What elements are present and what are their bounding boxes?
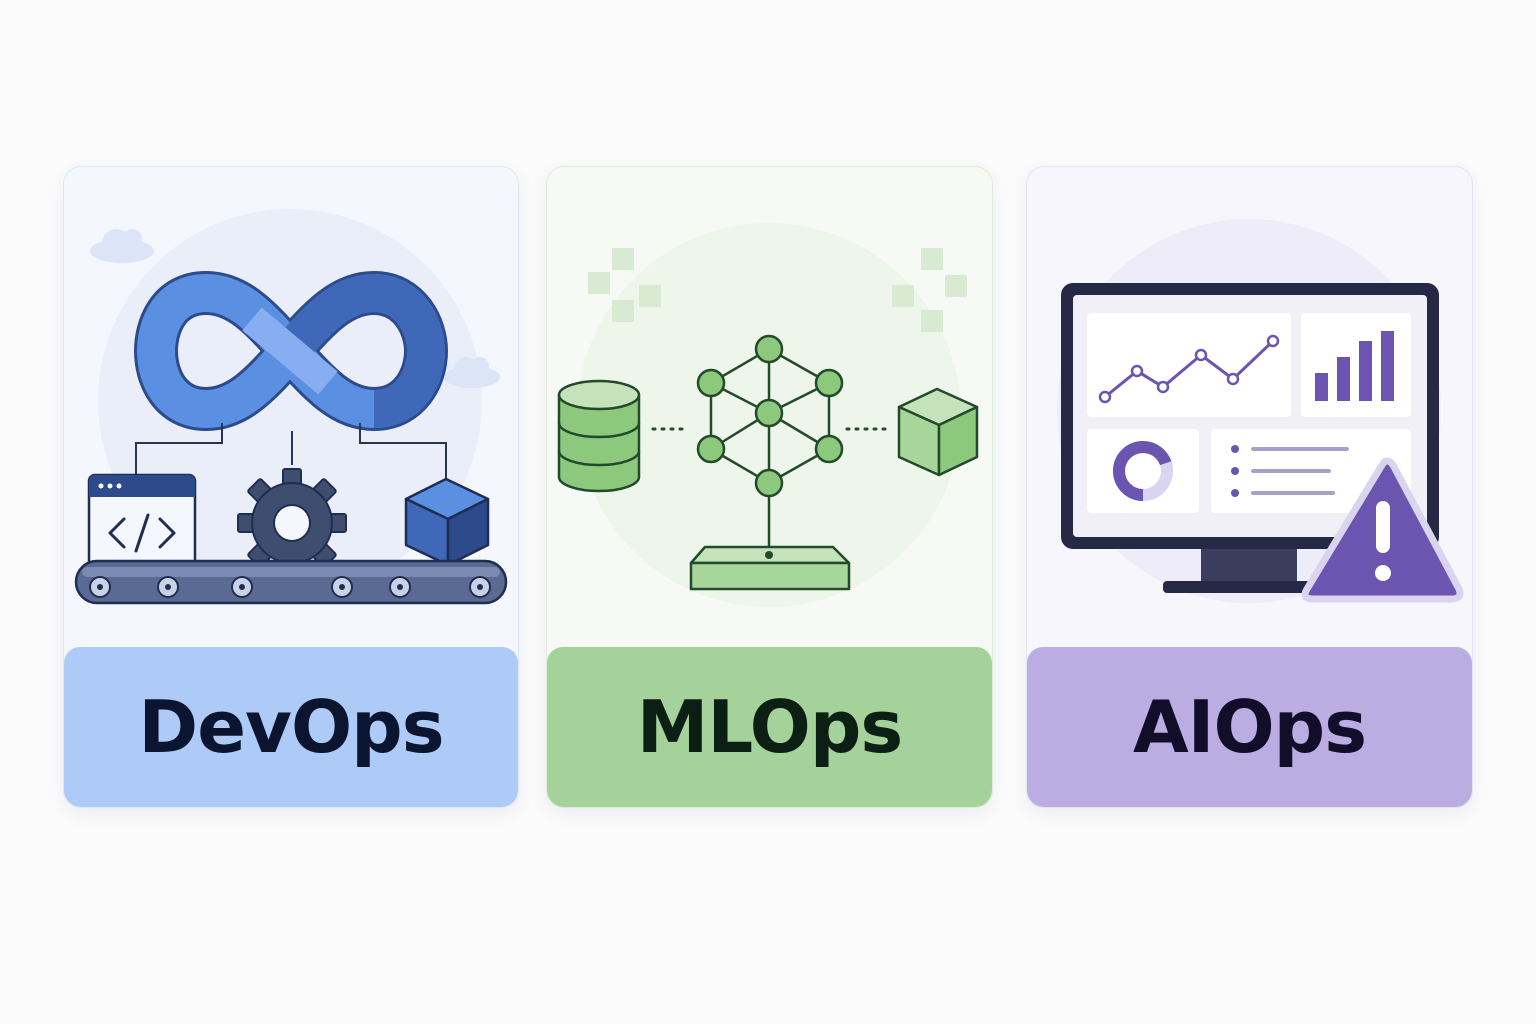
aiops-label: AIOps [1132,685,1367,769]
connector-lines [135,423,447,479]
mlops-label-panel: MLOps [547,647,992,807]
donut-chart-icon [1087,429,1199,513]
platform-icon [689,545,851,591]
devops-label: DevOps [138,685,444,769]
aiops-illustration [1057,219,1464,603]
line-chart-icon [1087,313,1291,417]
cube-icon [897,387,979,477]
database-icon [557,379,641,493]
devops-label-panel: DevOps [64,647,518,807]
code-window-icon [87,473,197,571]
mlops-card[interactable]: MLOps [546,166,993,808]
cloud-icon [444,357,500,388]
list-icon [1211,429,1411,513]
mlops-label: MLOps [636,685,904,769]
aiops-card[interactable]: AIOps [1026,166,1473,808]
devops-card[interactable]: DevOps [63,166,519,808]
mlops-illustration [557,223,979,607]
warning-icon [1301,457,1464,603]
bar-chart-icon [1301,313,1411,417]
aiops-label-panel: AIOps [1027,647,1472,807]
cloud-icon [90,229,154,263]
cube-icon [404,477,490,567]
devops-illustration [74,209,508,605]
infinity-loop-icon [134,271,448,431]
neural-network-icon [696,334,844,555]
conveyor-belt-icon [74,559,508,605]
pixel-decoration [588,248,967,332]
